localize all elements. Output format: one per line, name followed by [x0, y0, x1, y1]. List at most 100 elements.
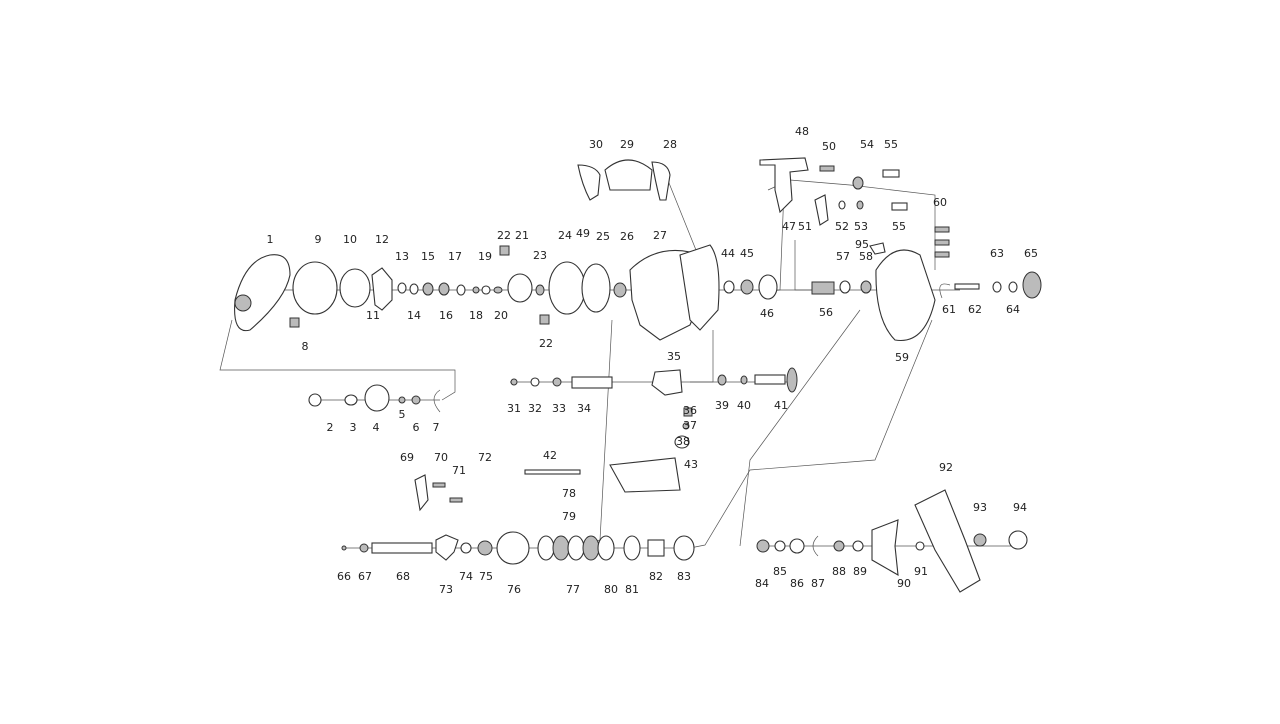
part-37 [682, 422, 690, 430]
part-label: 53 [854, 220, 868, 233]
part-23 [535, 284, 545, 296]
part-label: 34 [577, 402, 591, 415]
part-95 [869, 242, 886, 255]
screw-2 [308, 393, 322, 407]
frame-43 [609, 457, 681, 493]
spring-55b [891, 202, 908, 211]
part-36 [683, 407, 693, 417]
part-label: 61 [942, 303, 956, 316]
part-label: 90 [897, 577, 911, 590]
shaft-62 [954, 283, 980, 290]
part-85 [774, 540, 786, 552]
part-83 [673, 535, 695, 561]
part-label: 35 [667, 350, 681, 363]
main-gear-76 [496, 531, 530, 565]
clip-17 [456, 284, 466, 296]
screw-70 [432, 482, 446, 488]
bearing-26 [613, 282, 627, 298]
part-label: 83 [677, 570, 691, 583]
part-5 [398, 396, 406, 404]
part-label: 23 [533, 249, 547, 262]
part-label: 41 [774, 399, 788, 412]
part-label: 44 [721, 247, 735, 260]
part-label: 79 [562, 510, 576, 523]
part-label: 93 [973, 501, 987, 514]
part-label: 71 [452, 464, 466, 477]
part-label: 42 [543, 449, 557, 462]
nut-93 [973, 533, 987, 547]
part-label: 45 [740, 247, 754, 260]
gear-41 [786, 367, 798, 393]
part-label: 52 [835, 220, 849, 233]
part-label: 54 [860, 138, 874, 151]
drag-washer-1 [537, 535, 555, 561]
screw-71 [449, 497, 463, 503]
part-66 [341, 545, 347, 551]
part-74 [460, 542, 472, 554]
part-label: 60 [933, 196, 947, 209]
handle-92 [914, 489, 981, 593]
part-label: 13 [395, 250, 409, 263]
part-33 [552, 377, 562, 387]
worm-shaft-41 [754, 374, 786, 385]
part-label: 73 [439, 583, 453, 596]
pipe-34 [571, 376, 613, 389]
spring-61 [939, 283, 951, 299]
part-57 [839, 280, 851, 294]
plate-94 [1008, 530, 1028, 550]
part-label: 40 [737, 399, 751, 412]
clutch-plate-47 [759, 157, 809, 214]
part-label: 5 [398, 408, 406, 421]
part-38 [674, 435, 690, 449]
part-label: 20 [494, 309, 508, 322]
knob-4 [364, 384, 390, 412]
spring-3 [344, 394, 358, 406]
group-line-gear [739, 309, 861, 547]
part-52 [838, 200, 846, 210]
shaft-68 [371, 542, 433, 554]
part-64 [1008, 281, 1018, 293]
spool-rim [581, 263, 611, 313]
part-label: 47 [782, 220, 796, 233]
screw-60a [934, 226, 950, 233]
drag-washer-3 [567, 535, 585, 561]
part-label: 55 [884, 138, 898, 151]
part-label: 95 [855, 238, 869, 251]
part-label: 77 [566, 583, 580, 596]
part-label: 86 [790, 577, 804, 590]
part-label: 82 [649, 570, 663, 583]
washer-13 [397, 282, 407, 294]
brake-assembly-part [292, 261, 338, 315]
part-18 [472, 286, 480, 294]
gear-75 [477, 540, 493, 556]
part-82 [647, 539, 665, 557]
part-label: 14 [407, 309, 421, 322]
part-label: 2 [326, 421, 334, 434]
part-label: 81 [625, 583, 639, 596]
part-label: 46 [760, 307, 774, 320]
part-label: 1 [266, 233, 274, 246]
drag-washer-2 [552, 535, 570, 561]
part-56 [811, 281, 835, 295]
part-19 [481, 285, 491, 295]
part-6 [411, 395, 421, 405]
brake-block-22b [539, 314, 550, 325]
part-81 [623, 535, 641, 561]
part-30 [577, 164, 601, 201]
part-46 [758, 274, 778, 300]
part-label: 67 [358, 570, 372, 583]
part-89 [852, 540, 864, 552]
bearing-45 [740, 279, 754, 295]
part-label: 19 [478, 250, 492, 263]
star-drag-90 [871, 519, 899, 577]
bearing-58 [860, 280, 872, 294]
part-label: 65 [1024, 247, 1038, 260]
part-label: 87 [811, 577, 825, 590]
part-label: 68 [396, 570, 410, 583]
part-label: 91 [914, 565, 928, 578]
part-label: 15 [421, 250, 435, 263]
part-63 [992, 281, 1002, 293]
drag-washer-4 [582, 535, 600, 561]
side-plate-part [234, 254, 291, 332]
part-label: 22 [497, 229, 511, 242]
